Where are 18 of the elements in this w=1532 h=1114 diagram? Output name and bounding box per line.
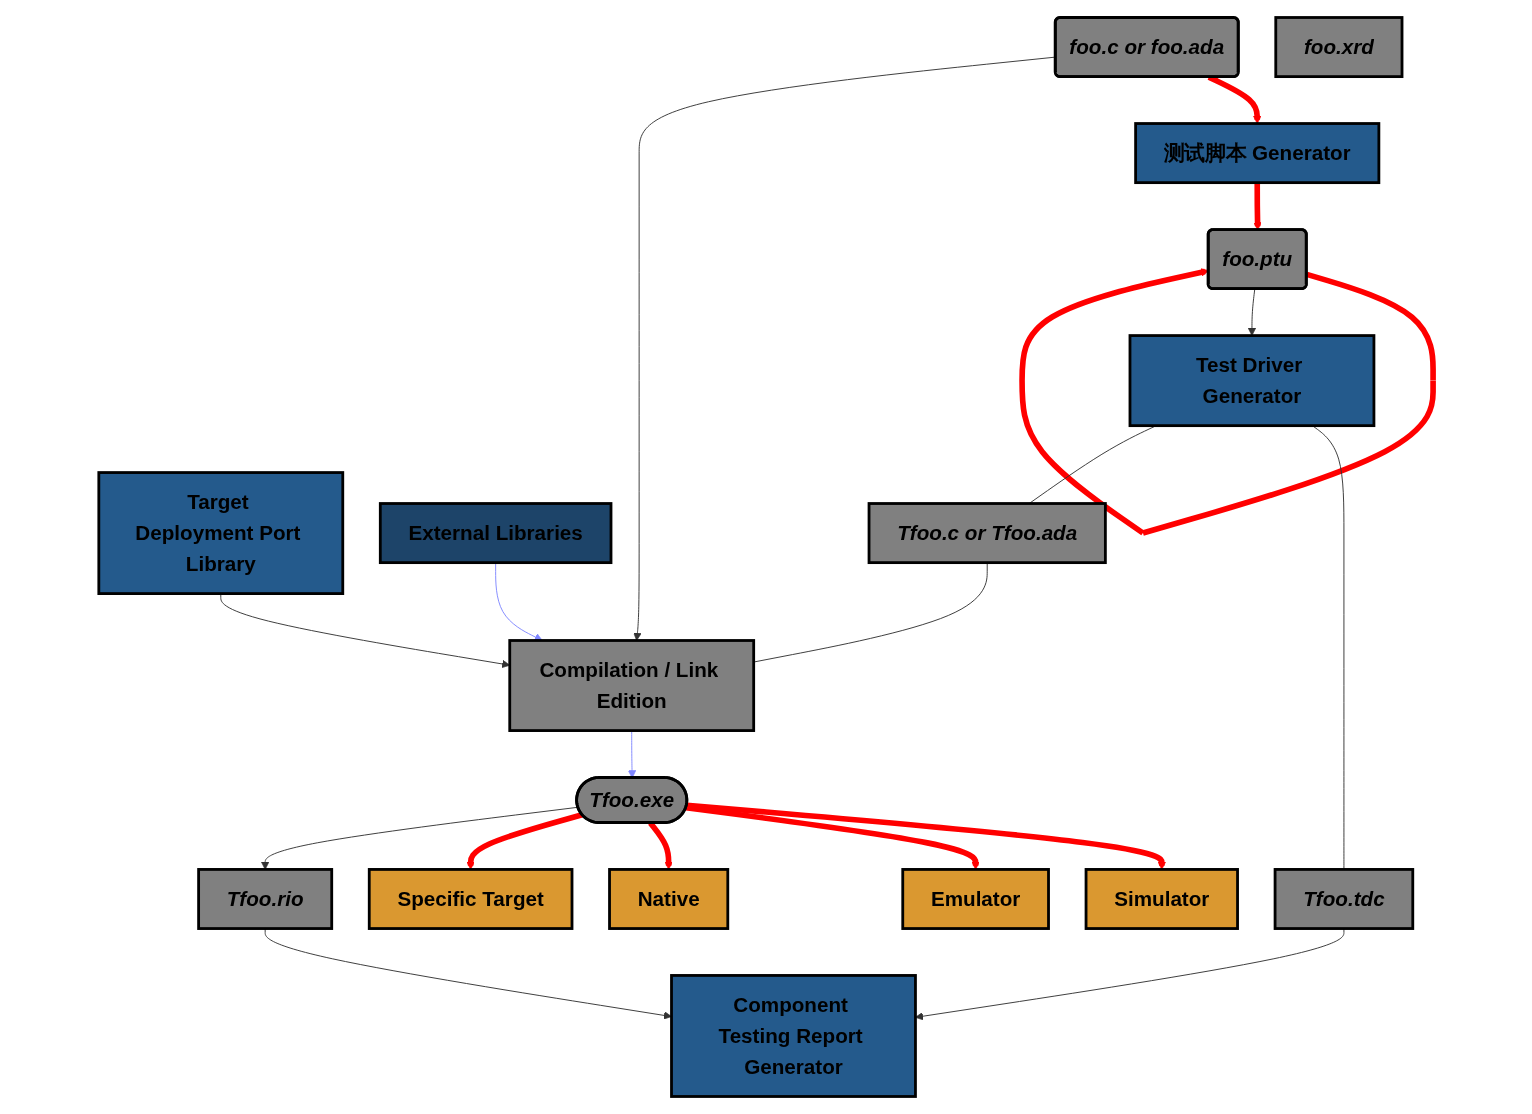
node-box: Tfoo.c or Tfoo.ada [867,502,1107,565]
node-box: Simulator [1084,868,1239,930]
node-box: Tfoo.tdc [1273,868,1415,930]
node-box: Component Testing Report Generator [670,974,917,1098]
node-box: Test Driver Generator [1128,334,1376,428]
node-box: Tfoo.rio [197,868,334,930]
node-box: External Libraries [378,502,613,565]
arrow [686,802,1166,870]
node-box: Specific Target [367,868,574,930]
node-box: Target Deployment Port Library [97,471,345,595]
node-box: Native [608,868,730,930]
node-box: foo.xrd [1274,16,1404,79]
arrow [466,812,583,870]
arrow [1019,268,1436,536]
node-box: Emulator [901,868,1050,930]
connector [753,562,988,663]
node-box: 测试脚本 Generator [1134,122,1381,185]
node-box: Compilation / Link Edition [508,639,756,732]
